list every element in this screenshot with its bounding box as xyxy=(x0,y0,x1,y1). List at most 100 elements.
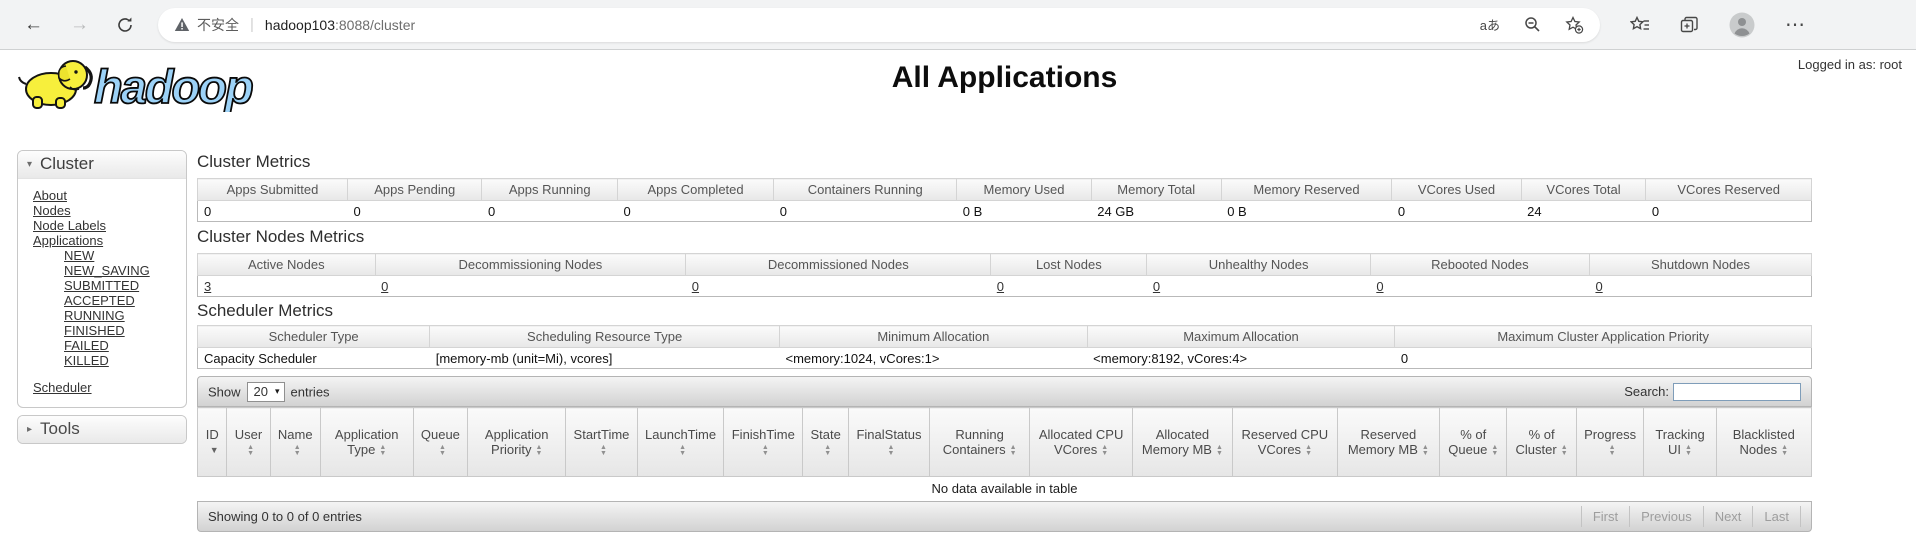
metric-link[interactable]: 0 xyxy=(1376,278,1384,294)
sidebar-link-finished[interactable]: FINISHED xyxy=(64,323,125,338)
metric-link[interactable]: 0 xyxy=(1152,278,1161,294)
zoom-out-icon[interactable] xyxy=(1524,16,1541,33)
refresh-icon[interactable] xyxy=(116,16,134,34)
sort-both-icon: ▲▼ xyxy=(824,443,832,457)
apps-column-header-user[interactable]: User▲▼ xyxy=(226,407,271,477)
metric-value: 3 xyxy=(197,275,376,297)
column-header: Apps Completed xyxy=(616,178,775,201)
column-header: VCores Total xyxy=(1520,178,1647,201)
browser-menu-icon[interactable]: ⋯ xyxy=(1785,14,1806,36)
profile-avatar[interactable] xyxy=(1729,12,1755,38)
url-text[interactable]: hadoop103:8088/cluster xyxy=(264,16,416,33)
apps-column-header-finalstatus[interactable]: FinalStatus▲▼ xyxy=(848,407,930,477)
apps-column-header-reserved-cpu-vcores[interactable]: Reserved CPU VCores▲▼ xyxy=(1232,407,1338,477)
translate-icon[interactable]: aあ xyxy=(1479,18,1500,33)
apps-column-header-launchtime[interactable]: LaunchTime▲▼ xyxy=(636,407,725,477)
sidebar-link-applications[interactable]: Applications xyxy=(33,233,104,248)
apps-column-header-blacklisted-nodes[interactable]: Blacklisted Nodes▲▼ xyxy=(1715,407,1813,477)
metric-value: 0 xyxy=(1645,200,1812,222)
address-bar[interactable]: 不安全 | hadoop103:8088/cluster aあ xyxy=(158,7,1600,42)
metric-value: <memory:8192, vCores:4> xyxy=(1087,347,1395,369)
apps-column-header-queue[interactable]: Queue▲▼ xyxy=(412,407,469,477)
column-header: Shutdown Nodes xyxy=(1588,253,1813,276)
tools-section-header[interactable]: ▸Tools xyxy=(18,416,186,443)
sidebar-item: Applications xyxy=(33,233,186,248)
metric-link[interactable]: 0 xyxy=(1595,278,1603,294)
metric-link[interactable]: 0 xyxy=(996,278,1005,294)
add-favorite-star-icon[interactable] xyxy=(1565,15,1584,34)
browser-toolbar: ← → 不安全 | hadoop103:8088/cluster aあ xyxy=(0,0,1916,50)
page-button-last[interactable]: Last xyxy=(1752,506,1801,527)
apps-column-header-application-priority[interactable]: Application Priority▲▼ xyxy=(467,407,567,477)
sidebar-link-submitted[interactable]: SUBMITTED xyxy=(64,278,140,293)
apps-column-header-tracking-ui[interactable]: Tracking UI▲▼ xyxy=(1643,407,1717,477)
sidebar-link-about[interactable]: About xyxy=(33,188,67,203)
sidebar-item: NEW_SAVING xyxy=(64,263,186,278)
sidebar-item-scheduler[interactable]: Scheduler xyxy=(33,380,92,395)
show-label: Show xyxy=(208,384,241,399)
column-label: Running Containers xyxy=(942,427,1006,457)
sidebar-link-nodes[interactable]: Nodes xyxy=(33,203,71,218)
sort-both-icon: ▲▼ xyxy=(887,443,895,457)
page-button-first[interactable]: First xyxy=(1580,506,1629,527)
apps-column-header-allocated-cpu-vcores[interactable]: Allocated CPU VCores▲▼ xyxy=(1029,407,1133,477)
sort-desc-icon: ▼ xyxy=(209,445,219,456)
column-header: Rebooted Nodes xyxy=(1369,253,1590,276)
apps-column-header-progress[interactable]: Progress▲▼ xyxy=(1575,407,1645,477)
sidebar-link-accepted[interactable]: ACCEPTED xyxy=(64,293,135,308)
sidebar-link-node-labels[interactable]: Node Labels xyxy=(33,218,106,233)
empty-table-message: No data available in table xyxy=(197,476,1812,501)
sidebar-link-failed[interactable]: FAILED xyxy=(64,338,109,353)
security-label[interactable]: 不安全 xyxy=(197,16,239,33)
favorites-hub-icon[interactable] xyxy=(1630,15,1650,34)
column-label: State xyxy=(810,427,841,442)
column-header: Unhealthy Nodes xyxy=(1146,253,1371,276)
sidebar-link-running[interactable]: RUNNING xyxy=(64,308,125,323)
sort-both-icon: ▲▼ xyxy=(1608,443,1616,457)
hadoop-logo: hadoop xyxy=(14,54,266,117)
metric-link[interactable]: 0 xyxy=(691,278,700,294)
search-label: Search: xyxy=(1624,384,1669,399)
sidebar-item: FINISHED xyxy=(64,323,186,338)
apps-column-header-id[interactable]: ID▼ xyxy=(196,407,228,477)
sidebar-item: Node Labels xyxy=(33,218,186,233)
column-label: Application Priority xyxy=(484,427,549,457)
metric-value: <memory:1024, vCores:1> xyxy=(779,347,1088,369)
apps-column-header-starttime[interactable]: StartTime▲▼ xyxy=(565,407,638,477)
apps-column-header--of-cluster[interactable]: % of Cluster▲▼ xyxy=(1506,407,1577,477)
page-size-select[interactable]: 20▾ xyxy=(246,381,285,402)
sidebar-link-new-saving[interactable]: NEW_SAVING xyxy=(64,263,150,278)
apps-column-header-allocated-memory-mb[interactable]: Allocated Memory MB▲▼ xyxy=(1131,407,1234,477)
column-header: Scheduling Resource Type xyxy=(429,325,781,348)
column-label: % of Cluster xyxy=(1515,427,1557,457)
metric-value: 0 xyxy=(1146,275,1371,297)
column-header: Maximum Cluster Application Priority xyxy=(1394,325,1812,348)
table-row: 3 0 0 0 0 0 0 xyxy=(197,275,1812,297)
sidebar-item: NEW xyxy=(64,248,186,263)
search-input[interactable] xyxy=(1673,382,1801,401)
back-icon[interactable]: ← xyxy=(24,14,43,35)
metric-link[interactable]: 0 xyxy=(381,278,389,294)
sidebar-link-killed[interactable]: KILLED xyxy=(64,353,109,368)
apps-column-header-name[interactable]: Name▲▼ xyxy=(269,407,321,477)
apps-column-header-finishtime[interactable]: FinishTime▲▼ xyxy=(723,407,804,477)
apps-column-header-application-type[interactable]: Application Type▲▼ xyxy=(319,407,414,477)
apps-column-header-reserved-memory-mb[interactable]: Reserved Memory MB▲▼ xyxy=(1336,407,1441,477)
apps-column-header--of-queue[interactable]: % of Queue▲▼ xyxy=(1439,407,1508,477)
column-header: VCores Used xyxy=(1391,178,1522,201)
page-button-next[interactable]: Next xyxy=(1702,506,1753,527)
collections-icon[interactable] xyxy=(1680,16,1699,34)
metric-link[interactable]: 3 xyxy=(204,278,212,294)
sidebar-link-new[interactable]: NEW xyxy=(64,248,95,263)
column-header: Maximum Allocation xyxy=(1086,325,1396,348)
page-button-previous[interactable]: Previous xyxy=(1629,506,1703,527)
apps-column-header-state[interactable]: State▲▼ xyxy=(802,407,850,477)
cluster-section-header[interactable]: ▾Cluster xyxy=(18,151,186,179)
apps-column-header-running-containers[interactable]: Running Containers▲▼ xyxy=(928,407,1031,477)
column-header: Scheduler Type xyxy=(196,325,431,348)
